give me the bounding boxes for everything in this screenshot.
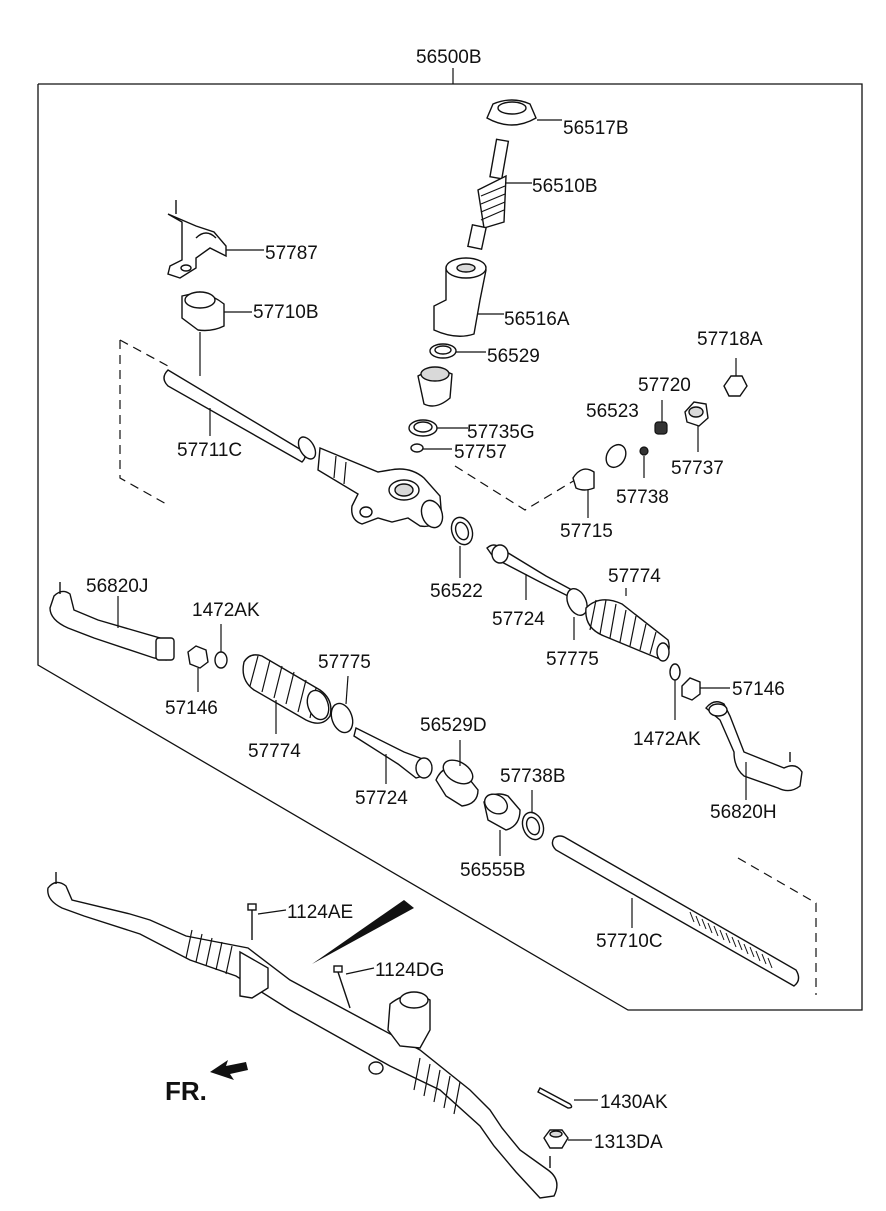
part-56555B-bushing (483, 793, 521, 856)
part-57738-ball (639, 446, 649, 478)
label-56529: 56529 (487, 346, 540, 367)
part-56510B-pinion (467, 138, 532, 251)
label-57720: 57720 (638, 375, 691, 396)
part-57718A-locknut (723, 358, 748, 397)
assembled-steering-gear (47, 872, 558, 1199)
label-57710C: 57710C (596, 931, 663, 952)
part-56516A-housing (433, 257, 504, 337)
part-1472AK-right-clip (669, 663, 681, 720)
label-57718A: 57718A (697, 329, 763, 350)
part-56517B-cap (486, 99, 562, 126)
part-56529D-bushing (435, 740, 479, 807)
label-1472AK-right: 1472AK (633, 729, 701, 750)
part-57146-left-nut (187, 645, 209, 692)
label-56510B: 56510B (532, 176, 598, 197)
part-57711C-tube (163, 369, 317, 463)
part-57775-right-clamp (566, 588, 588, 640)
part-57774-right-boot (585, 588, 670, 662)
label-57710B: 57710B (253, 302, 319, 323)
part-gear-housing (317, 446, 444, 529)
part-57735G-ring (408, 419, 468, 437)
label-57146-left: 57146 (165, 698, 218, 719)
label-57146-right: 57146 (732, 679, 785, 700)
part-1124DG-bolt (333, 965, 351, 1009)
label-56555B: 56555B (460, 860, 526, 881)
part-56522-ring (450, 516, 474, 578)
part-57720-spring (654, 400, 668, 435)
label-1313DA: 1313DA (594, 1132, 663, 1153)
label-57775-left: 57775 (318, 652, 371, 673)
label-1430AK: 1430AK (600, 1092, 668, 1113)
part-57710C-rack (551, 835, 800, 987)
assembly-label: 56500B (416, 47, 482, 68)
dashed-guides (119, 339, 817, 995)
part-57757-small-ring (410, 443, 452, 453)
label-56522: 56522 (430, 581, 483, 602)
label-57774-right: 57774 (608, 566, 661, 587)
label-57738: 57738 (616, 487, 669, 508)
label-57715: 57715 (560, 521, 613, 542)
part-57737-nut (684, 401, 709, 452)
part-56820H-tie-rod-end (705, 701, 803, 800)
part-56523-disc (605, 443, 627, 469)
part-57738B-ring (521, 790, 545, 841)
label-1124DG: 1124DG (375, 960, 444, 981)
label-57711C: 57711C (177, 440, 242, 461)
label-56820J: 56820J (86, 576, 148, 597)
part-57715-plug (572, 468, 595, 518)
part-sleeve (417, 366, 453, 407)
label-57757: 57757 (454, 442, 507, 463)
part-1430AK-cotter-pin (537, 1087, 598, 1109)
front-marker: FR. (165, 1076, 207, 1106)
label-57787: 57787 (265, 243, 318, 264)
label-56529D: 56529D (420, 715, 487, 736)
part-57710B-bushing (181, 291, 252, 376)
part-57724-right-tie-rod (486, 544, 574, 600)
label-57735G: 57735G (467, 422, 535, 443)
label-57738B: 57738B (500, 766, 566, 787)
label-57774-left: 57774 (248, 741, 301, 762)
label-1472AK-left: 1472AK (192, 600, 260, 621)
label-57724-right: 57724 (492, 609, 545, 630)
part-1313DA-nut (543, 1129, 592, 1149)
label-56516A: 56516A (504, 309, 570, 330)
label-57737: 57737 (671, 458, 724, 479)
label-57724-left: 57724 (355, 788, 408, 809)
part-57724-left-tie-rod (353, 726, 433, 784)
label-56517B: 56517B (563, 118, 629, 139)
direction-wedge (312, 900, 414, 964)
label-56820H: 56820H (710, 802, 777, 823)
part-57787-bracket (167, 200, 264, 279)
part-56820J-tie-rod-end (49, 582, 175, 661)
part-57774-left-boot (242, 654, 332, 734)
assembly-frame (37, 68, 863, 1011)
front-arrow-icon (210, 1060, 248, 1080)
label-1124AE: 1124AE (287, 902, 353, 923)
label-57775-right: 57775 (546, 649, 599, 670)
part-labels: 56500B 56517B 56510B 57787 57710B 56516A… (86, 47, 785, 1153)
part-57146-right-nut (681, 677, 730, 701)
part-56529-ring (429, 343, 486, 359)
part-57775-left-clamp (330, 675, 354, 734)
label-56523: 56523 (586, 401, 639, 422)
part-1124AE-bolt (247, 903, 257, 940)
part-1472AK-left-clip (214, 624, 228, 669)
